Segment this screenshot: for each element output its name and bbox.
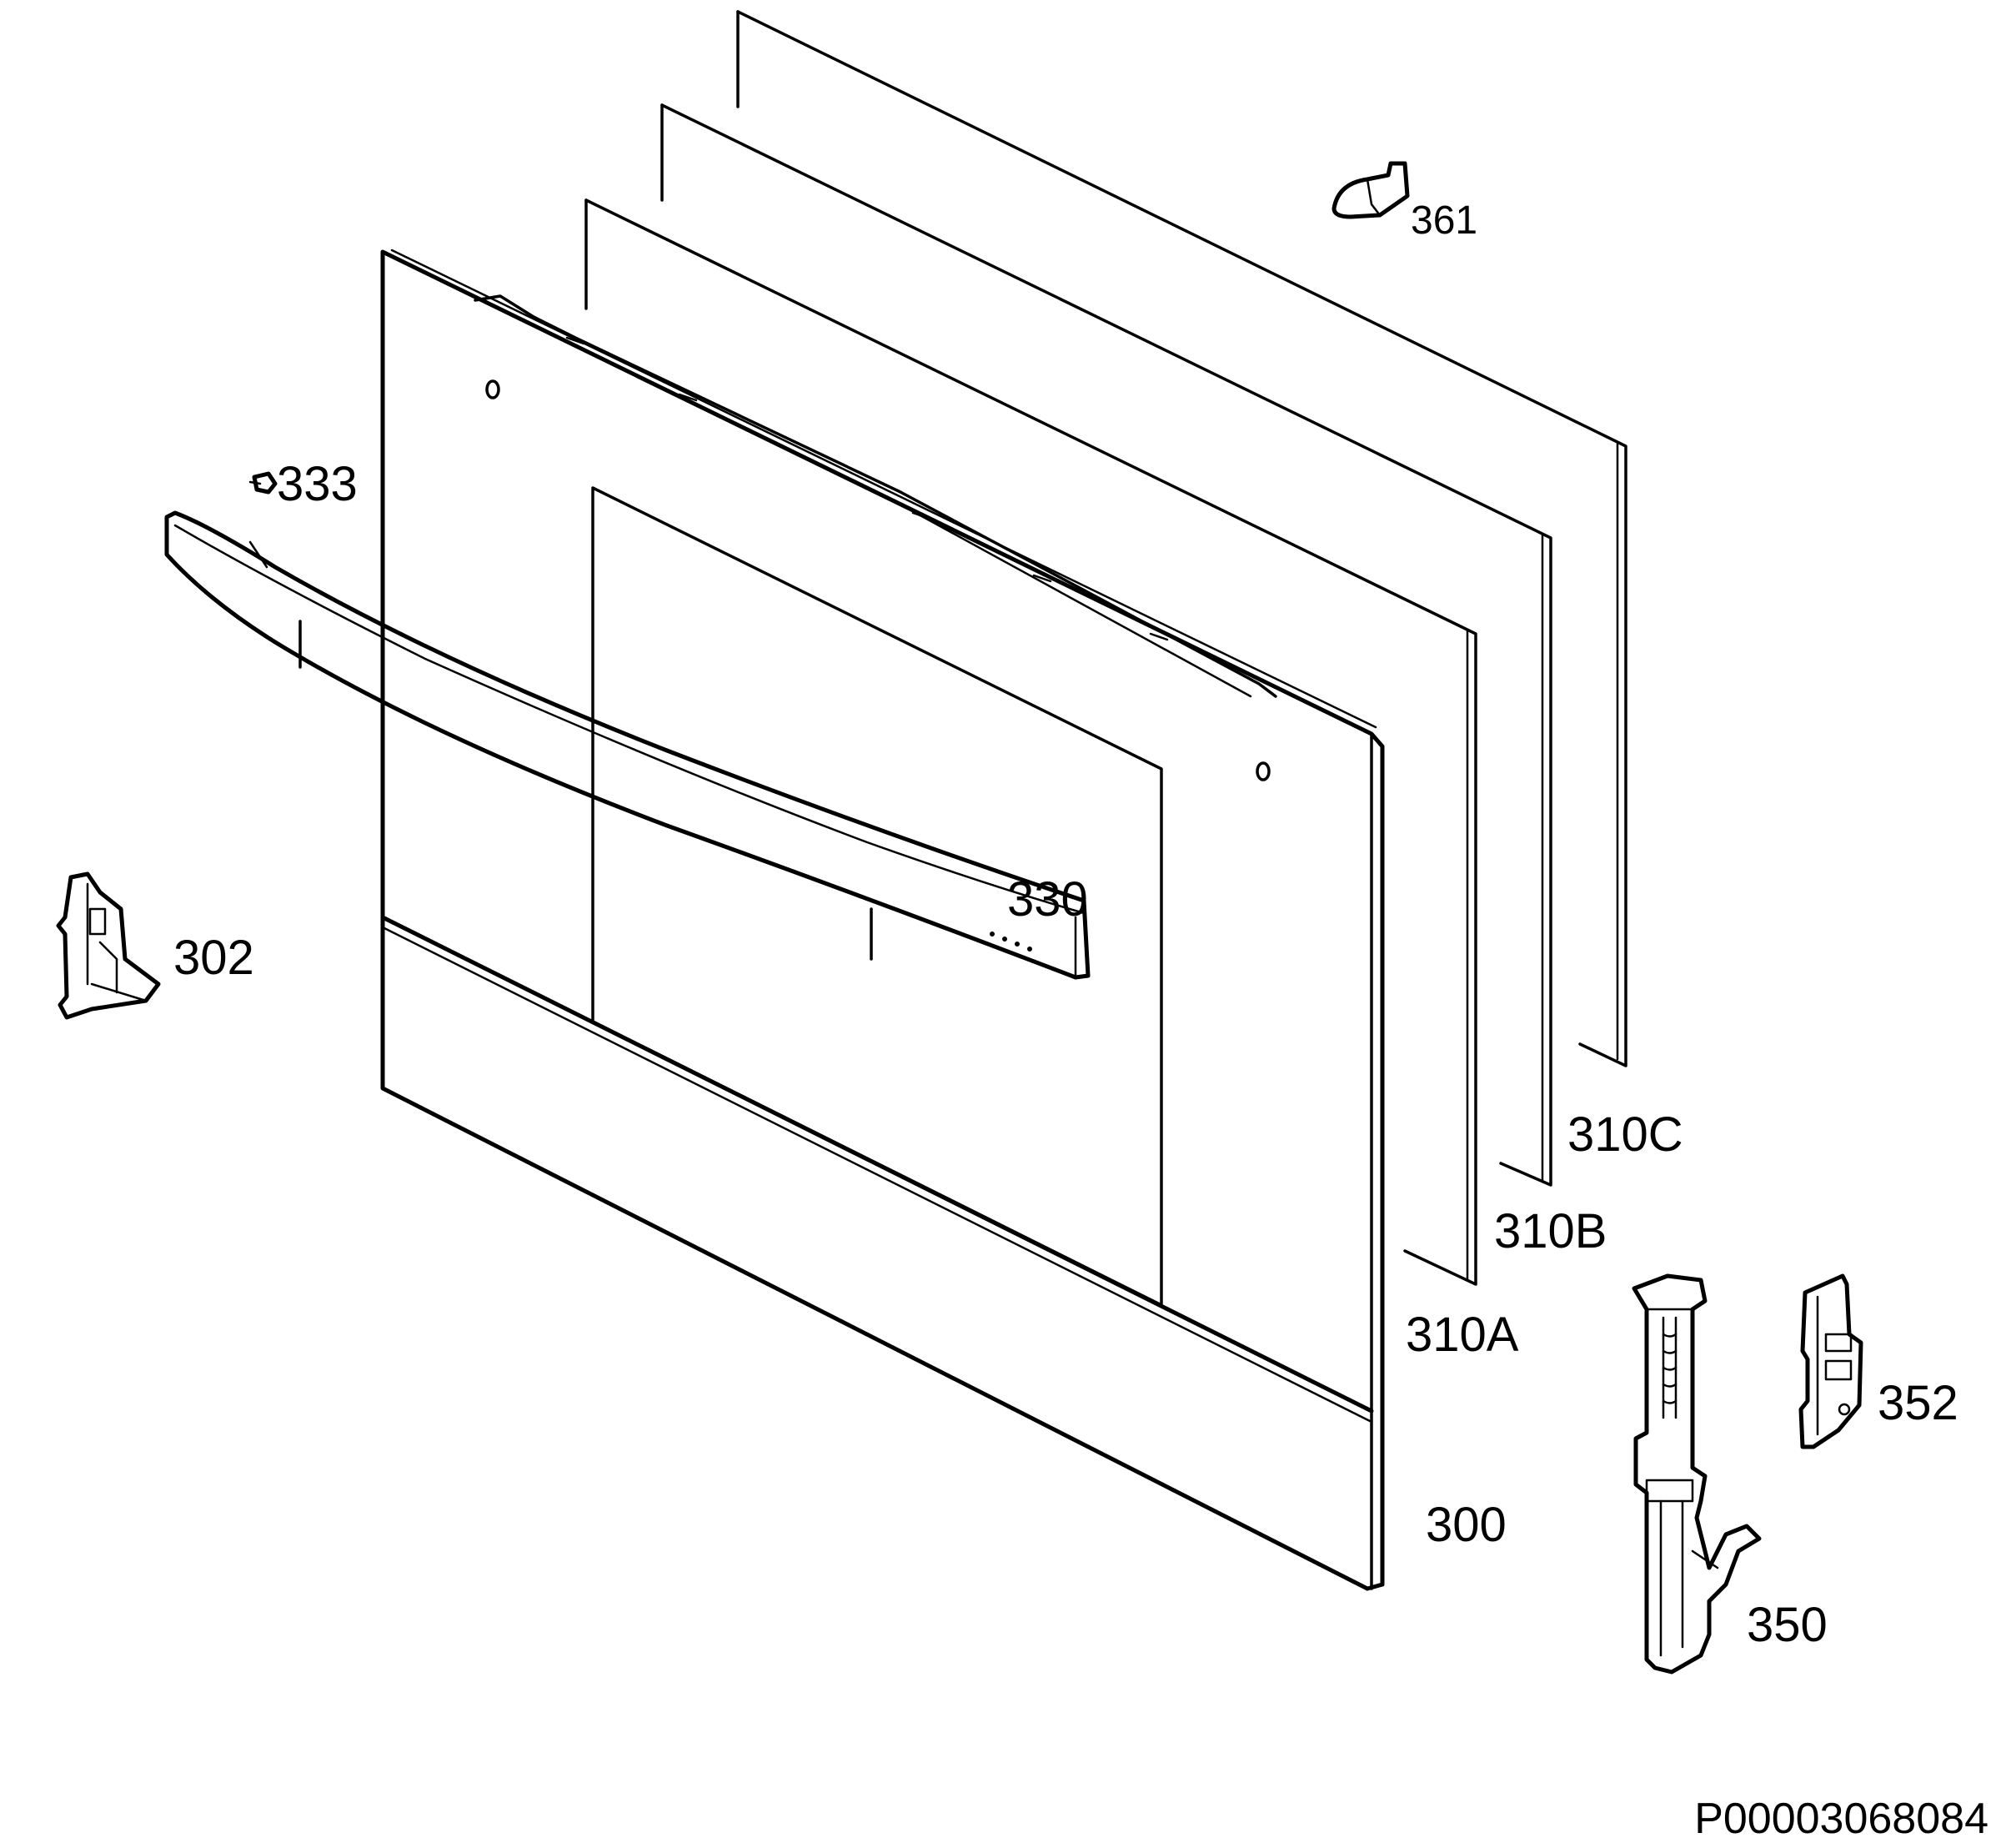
label-330: 330 xyxy=(1007,872,1088,927)
label-333: 333 xyxy=(277,457,358,511)
document-code: P00003068084 xyxy=(1694,1795,1988,1843)
glass-panel-310b xyxy=(660,103,1552,1187)
label-302: 302 xyxy=(173,931,254,985)
label-310b: 310B xyxy=(1494,1204,1607,1258)
hinge-350 xyxy=(1632,1273,1762,1675)
label-350: 350 xyxy=(1747,1598,1828,1652)
bracket-302 xyxy=(56,871,161,1020)
label-300: 300 xyxy=(1426,1498,1507,1552)
handle-330 xyxy=(164,510,1091,980)
glass-panel-310c xyxy=(736,10,1627,1067)
label-310a: 310A xyxy=(1406,1308,1519,1362)
bracket-352 xyxy=(1798,1273,1863,1449)
bracket-361 xyxy=(1331,161,1410,219)
label-310c: 310C xyxy=(1567,1107,1683,1162)
label-361: 361 xyxy=(1411,198,1477,243)
label-352: 352 xyxy=(1878,1376,1958,1430)
door-panel-300 xyxy=(380,249,1385,1591)
glass-panel-310a xyxy=(584,198,1477,1286)
screw-333 xyxy=(248,471,278,495)
